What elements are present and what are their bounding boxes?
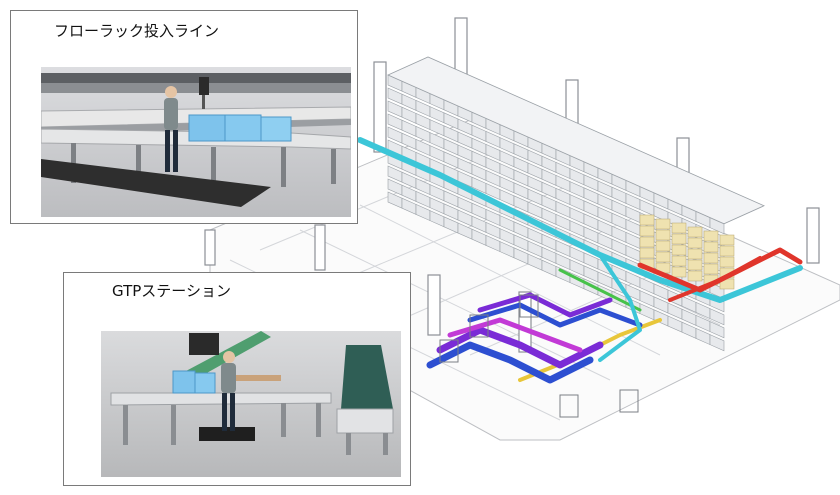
column [314,224,326,271]
rack-shelf [709,308,725,326]
station-frame [559,394,579,418]
conveyor-line [558,268,642,312]
gtp-panel-title: GTPステーション [112,282,231,300]
conveyor-line [447,317,583,353]
back-equipment [41,73,351,83]
flow-rack-scene [41,67,351,217]
right-conveyor-frame [336,408,394,434]
storage-rack-block [387,56,765,352]
monitor-stand [202,95,205,109]
tote [703,241,719,253]
rack-shelf [709,334,725,352]
column [204,229,216,266]
tote [172,370,196,394]
column [806,207,820,264]
tote [687,248,703,260]
tote-storage-front [639,214,735,290]
conveyor-system [357,137,803,418]
rack-shelf [709,321,725,339]
tote [639,214,655,226]
operator-figure [221,351,236,431]
tote [224,114,262,142]
tote [655,251,671,263]
station-frame [619,389,639,413]
rack-top [387,56,765,225]
blue-totes [188,114,292,142]
floor-mat [199,427,255,441]
tote [655,240,671,252]
tote [260,116,292,142]
tote [703,263,719,275]
tote [703,252,719,264]
tote [719,245,735,257]
tote [639,236,655,248]
conveyor-line [436,326,604,369]
gtp-panel: GTPステーション [63,272,411,486]
tote [639,225,655,237]
flow-rack-panel-title: フローラック投入ライン [54,22,220,40]
tote [719,256,735,268]
monitor [199,77,209,95]
conveyor-line [598,253,642,362]
gtp-scene [101,331,401,477]
column [373,61,387,153]
back-equipment [41,83,351,93]
tote [194,372,216,394]
tote [671,255,687,267]
tote [671,244,687,256]
conveyor-line [467,302,643,328]
flow-rack-panel: フローラック投入ライン [10,10,358,224]
operator-figure [164,86,178,172]
workstation-deck [110,392,332,406]
tote [687,226,703,238]
tote [719,234,735,246]
conveyor-line [426,341,594,384]
station-frame [519,294,539,318]
monitor [189,333,219,355]
gtp-render [110,331,394,455]
conveyor-legs [123,403,388,455]
tote [671,233,687,245]
tote [639,247,655,259]
floor-mat [41,159,271,207]
tote [687,237,703,249]
right-incline-conveyor [341,345,393,409]
tote [671,266,687,278]
station-frame [439,339,459,363]
flow-rack-render [41,73,351,207]
tote [703,230,719,242]
tote [655,218,671,230]
tote [671,222,687,234]
conveyor-line [668,256,762,302]
conveyor-line [477,292,613,318]
tote [687,259,703,271]
tote [655,229,671,241]
column [427,274,441,336]
tote [188,114,226,142]
station-frame [469,314,489,338]
tote [687,270,703,282]
work-surface [221,375,281,381]
